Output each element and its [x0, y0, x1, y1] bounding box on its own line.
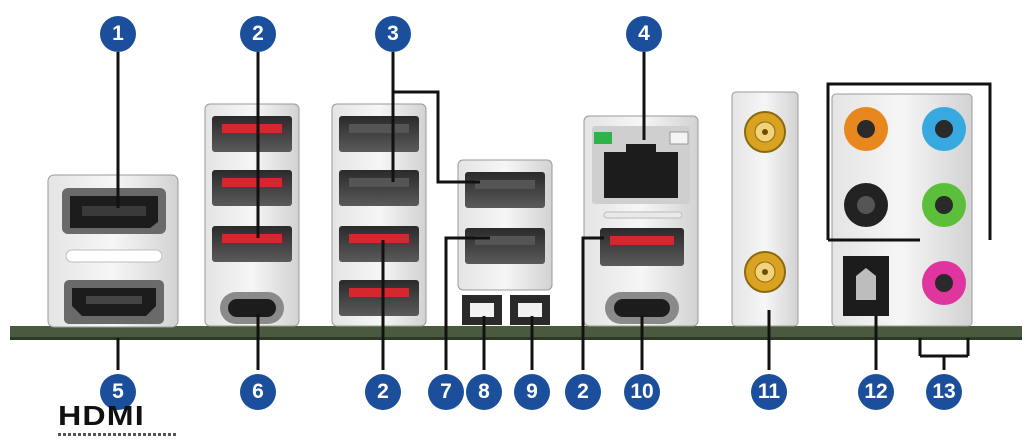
lan-port [592, 126, 690, 204]
callout-badge-2: 2 [565, 374, 601, 410]
lan-usb-stack [583, 115, 699, 327]
bios-flashback-button [510, 295, 550, 325]
usb-a-port [465, 172, 545, 208]
callout-badge-10: 10 [624, 374, 660, 410]
callout-badge-4: 4 [626, 16, 662, 52]
usb-a-port [339, 280, 419, 316]
usb-c-port [220, 292, 284, 324]
callout-badge-12: 12 [858, 374, 894, 410]
displayport-port [62, 188, 166, 234]
antenna-connector [744, 111, 786, 153]
usb-a-port [339, 116, 419, 152]
usb-a-port [600, 228, 684, 266]
callout-badge-6: 6 [240, 374, 276, 410]
audio-jack-pink [922, 261, 966, 305]
usb-stack-1 [204, 103, 300, 327]
usb-a-port [465, 228, 545, 264]
audio-jack-black [844, 183, 888, 227]
usb-a-port [339, 170, 419, 206]
callout-badge-3: 3 [375, 16, 411, 52]
callout-badge-11: 11 [751, 374, 787, 410]
callout-badge-1: 1 [100, 16, 136, 52]
leader-lines [116, 52, 992, 370]
audio-jack-orange [844, 107, 888, 151]
usb-stack-2 [331, 103, 427, 327]
antenna-bracket [731, 91, 799, 327]
callout-badge-2: 2 [365, 374, 401, 410]
hdmi-logo-text: HDMI [58, 400, 145, 431]
video-port-stack [47, 174, 179, 328]
audio-jack-green [922, 183, 966, 227]
audio-jack-blue [922, 107, 966, 151]
usb-a-port [212, 226, 292, 262]
audio-panel [831, 93, 973, 327]
usb-c-port [605, 292, 679, 324]
callout-badge-2: 2 [240, 16, 276, 52]
callout-badge-7: 7 [428, 374, 464, 410]
callout-badge-13: 13 [926, 374, 962, 410]
usb-a-port [212, 170, 292, 206]
divider-bar [65, 249, 163, 263]
optical-spdif-port [843, 256, 889, 316]
hdmi-logo: HDMI [58, 401, 188, 441]
hdmi-port [64, 280, 164, 324]
callout-badge-9: 9 [514, 374, 550, 410]
usb-a-port [339, 226, 419, 262]
clear-cmos-button [462, 295, 502, 325]
usb-stack-3 [457, 159, 553, 291]
board-edge-shadow [10, 337, 1022, 340]
callout-badge-8: 8 [466, 374, 502, 410]
callout-badge-5: 5 [100, 374, 136, 410]
antenna-connector [744, 251, 786, 293]
board-edge [10, 326, 1022, 338]
hdmi-logo-tagline [58, 433, 176, 436]
usb-a-port [212, 116, 292, 152]
